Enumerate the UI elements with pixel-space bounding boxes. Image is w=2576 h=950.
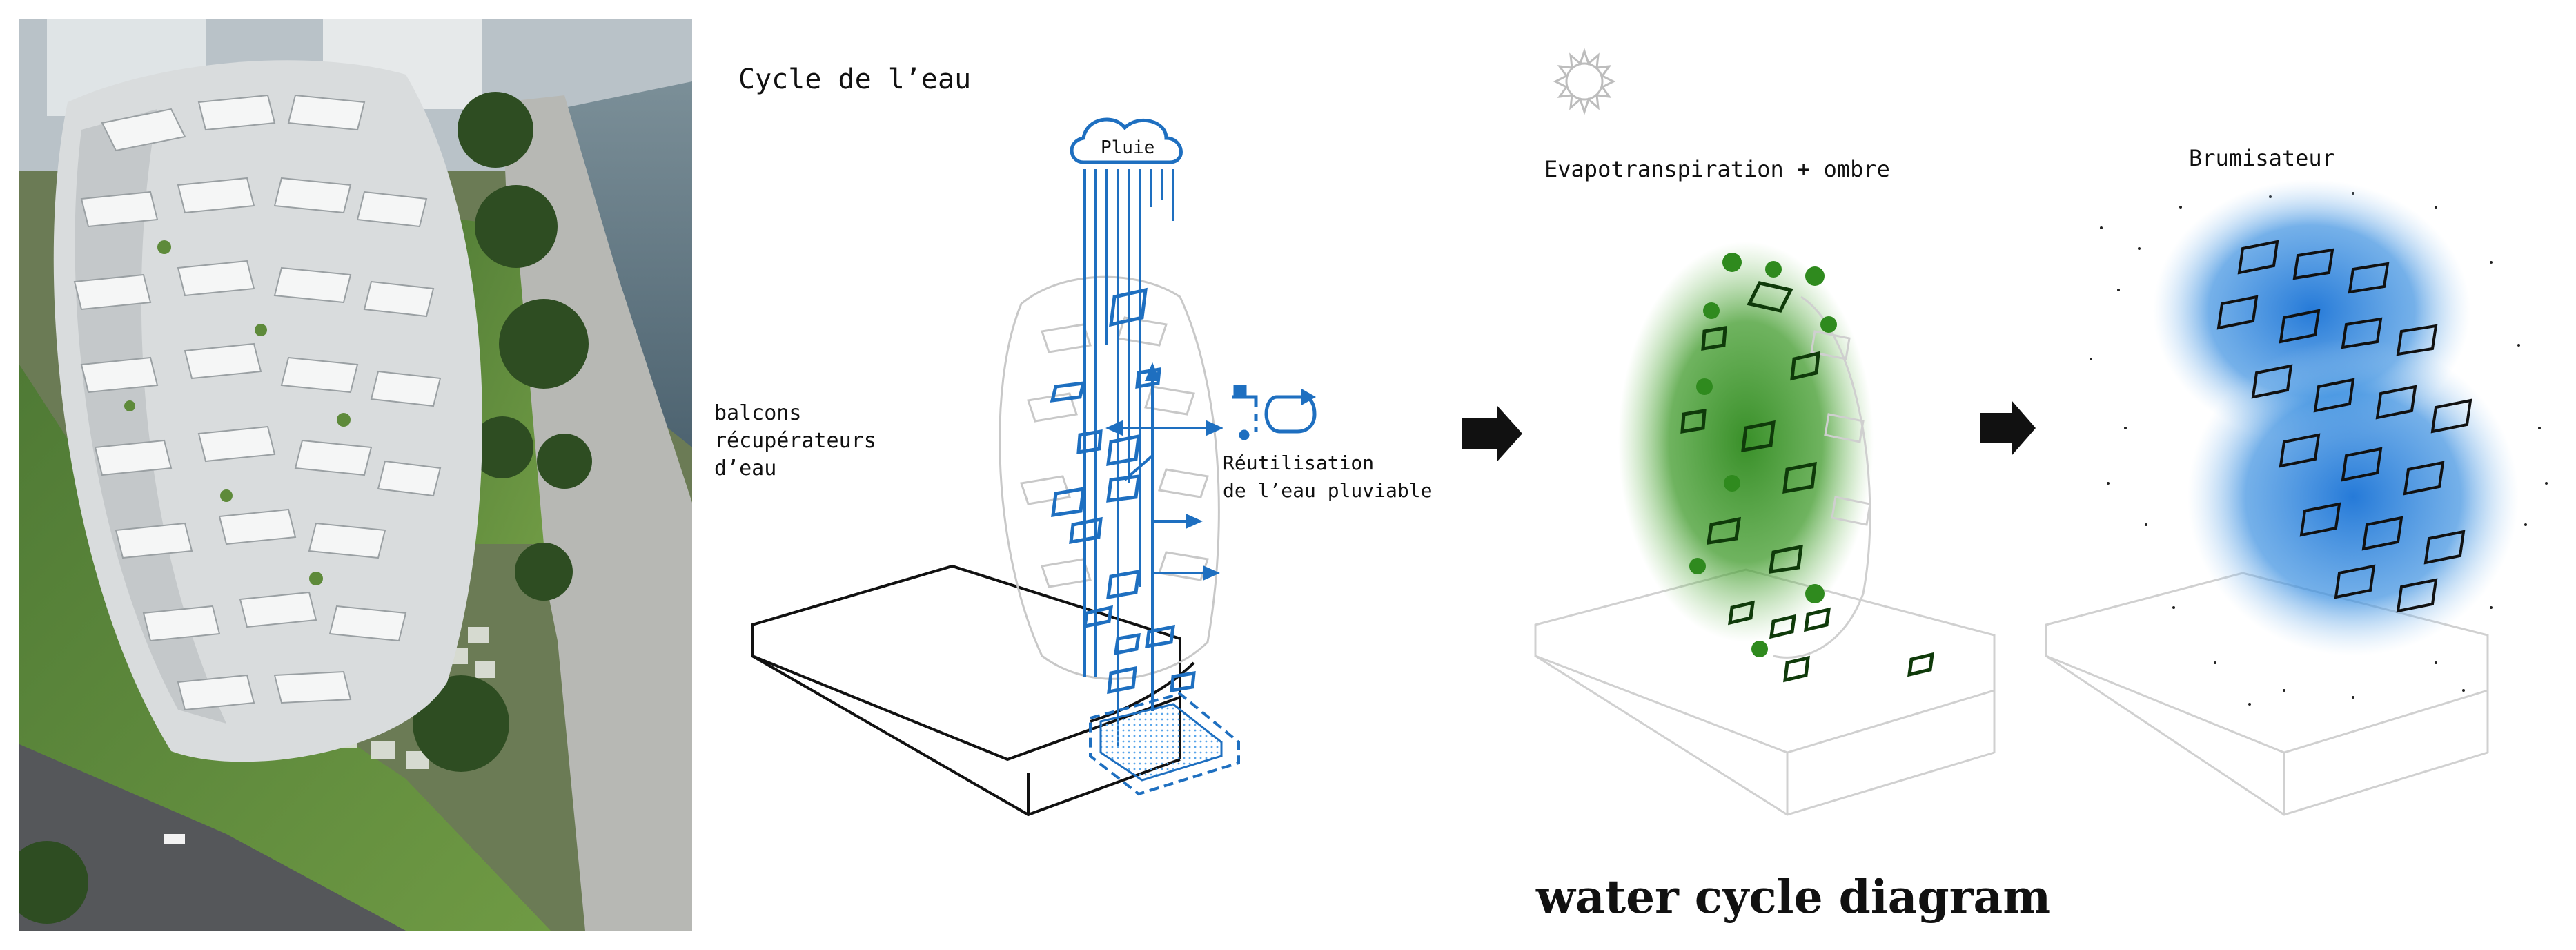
cycle-arrows-icon [1264,388,1317,434]
cloud-icon: Pluie [1070,117,1183,164]
mist-cloud-lower [2187,338,2519,656]
reuse-label-line-2: de l’eau pluviable [1223,479,1432,502]
collector-balconies [1050,287,1196,695]
tap-icon [1232,385,1258,440]
balcony-label-line-2: récupérateurs [714,429,876,453]
ground-block [751,564,1195,817]
distribution-arrows [1105,362,1223,711]
tree-icons [1689,253,1837,657]
diagram-caption: water cycle diagram [1535,870,2051,924]
cistern [1089,692,1240,796]
balcony-label-line-3: d’eau [714,456,776,481]
reuse-label-line-1: Réutilisation [1223,452,1374,474]
sun-icon [1553,48,1616,115]
balcony-label-line-1: balcons [714,401,801,425]
water-cycle-diagram: Cycle de l’eau balcons récupérateurs d’e… [697,0,2576,950]
arrow-right-icon-2 [1980,400,2036,456]
green-balconies [1680,281,1934,683]
rain-label: Pluie [1101,137,1154,158]
rain-streaks [1083,169,1174,746]
tower-rendering-image [19,19,692,931]
mist-particles [2090,192,2548,706]
tower-sketch-2 [1773,295,1871,659]
arrow-right-icon [1462,406,1522,461]
dark-balconies [2216,240,2472,613]
tower-sketch [999,275,1220,680]
water-cycle-title: Cycle de l’eau [738,64,971,95]
misting-label: Brumisateur [2189,145,2335,171]
tower-photo [19,19,692,931]
diagram-canvas: Cycle de l’eau balcons récupérateurs d’e… [714,48,2548,924]
evapotranspiration-label: Evapotranspiration + ombre [1544,156,1890,182]
